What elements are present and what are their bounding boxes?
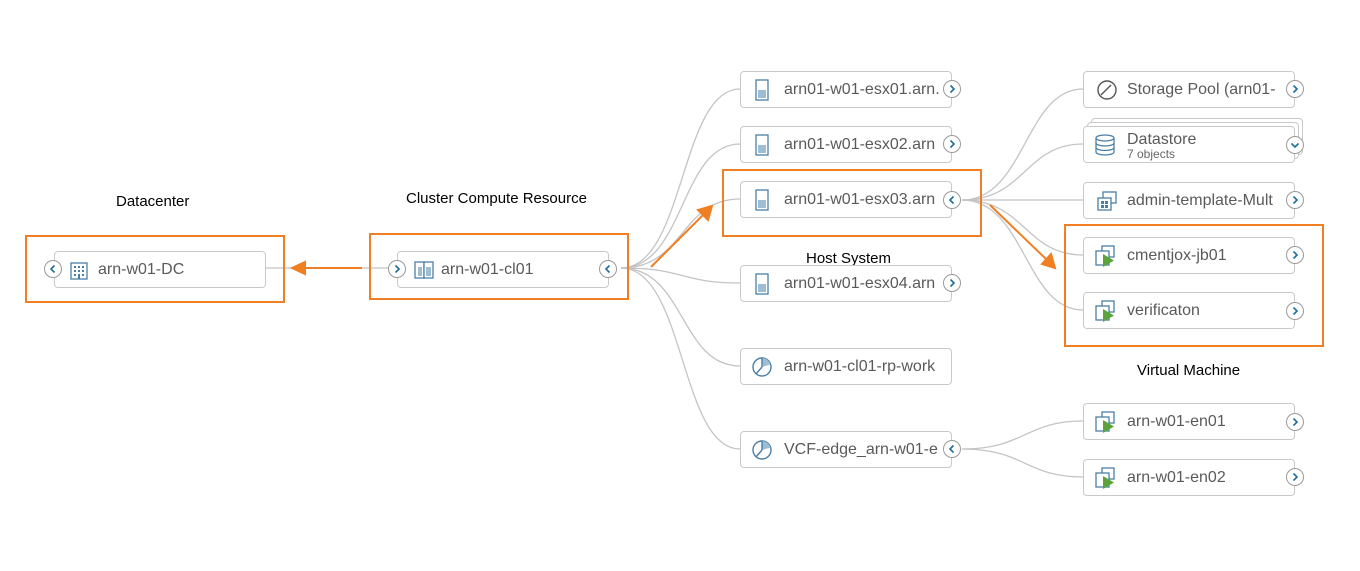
node-resource-pool[interactable]: arn-w01-cl01-rp-work xyxy=(740,348,952,385)
node-label: arn-w01-en01 xyxy=(1127,413,1226,430)
chevron-right-icon xyxy=(1292,250,1299,260)
chevron-down-icon xyxy=(1290,142,1300,149)
node-label: cmentjox-jb01 xyxy=(1127,247,1227,264)
chevron-right-icon xyxy=(1292,417,1299,427)
link-cl-esx02 xyxy=(620,143,741,269)
arrow-host-to-vm xyxy=(989,204,1048,261)
chevron-left-icon xyxy=(49,264,56,274)
link-cl-vcf xyxy=(620,267,741,450)
chevron-left-icon xyxy=(948,444,955,454)
node-datastore-group[interactable]: Datastore 7 objects xyxy=(1083,126,1295,163)
highlight-cluster xyxy=(369,233,629,300)
node-vm-en01[interactable]: arn-w01-en01 xyxy=(1083,403,1295,440)
group-title-datacenter: Datacenter xyxy=(116,193,190,210)
expand-right-button[interactable] xyxy=(943,80,961,98)
group-title-cluster: Cluster Compute Resource xyxy=(406,190,587,207)
node-label: arn01-w01-esx04.arn xyxy=(784,275,936,292)
gauge-icon xyxy=(1096,79,1118,101)
vm-icon xyxy=(1094,300,1116,322)
server-icon xyxy=(751,134,773,156)
node-cluster[interactable]: arn-w01-cl01 xyxy=(397,251,609,288)
chevron-left-icon xyxy=(604,264,611,274)
collapse-right-button[interactable] xyxy=(943,440,961,458)
collapse-left-button[interactable] xyxy=(44,260,62,278)
node-label: admin-template-Mult xyxy=(1127,192,1273,209)
node-host-esx01[interactable]: arn01-w01-esx01.arn. xyxy=(740,71,952,108)
node-vcf-edge[interactable]: VCF-edge_arn-w01-e xyxy=(740,431,952,468)
vm-icon xyxy=(1094,411,1116,433)
pie-icon xyxy=(751,439,773,461)
node-label: Datastore xyxy=(1127,131,1197,148)
expand-right-button[interactable] xyxy=(1286,191,1304,209)
chevron-right-icon xyxy=(1292,84,1299,94)
server-icon xyxy=(751,189,773,211)
vm-template-icon xyxy=(1096,190,1118,212)
link-cl-esx04 xyxy=(620,267,741,284)
vm-icon xyxy=(1094,467,1116,489)
node-label: arn-w01-cl01-rp-work xyxy=(784,358,936,375)
node-label: Storage Pool (arn01- xyxy=(1127,81,1276,98)
arrowhead-dc xyxy=(289,260,306,276)
database-icon xyxy=(1094,134,1116,156)
node-datacenter[interactable]: arn-w01-DC xyxy=(54,251,266,288)
node-label: VCF-edge_arn-w01-e xyxy=(784,441,938,458)
cluster-icon xyxy=(413,259,435,281)
node-label: arn01-w01-esx01.arn. xyxy=(784,81,940,98)
building-icon xyxy=(68,259,90,281)
server-icon xyxy=(751,79,773,101)
link-vcf-en01 xyxy=(961,420,1084,450)
chevron-right-icon xyxy=(1292,195,1299,205)
chevron-right-icon xyxy=(1292,306,1299,316)
node-label: arn01-w01-esx03.arn xyxy=(784,191,936,208)
chevron-right-icon xyxy=(394,264,401,274)
object-count: 7 objects xyxy=(1127,147,1176,161)
node-label: arn-w01-en02 xyxy=(1127,469,1226,486)
link-esx03-storage xyxy=(961,88,1084,201)
chevron-left-icon xyxy=(948,195,955,205)
link-vcf-en02 xyxy=(961,448,1084,478)
chevron-right-icon xyxy=(949,278,956,288)
expand-right-button[interactable] xyxy=(943,274,961,292)
group-title-host: Host System xyxy=(806,250,892,267)
link-esx03-verif xyxy=(961,199,1084,311)
pie-icon xyxy=(751,356,773,378)
expand-left-button[interactable] xyxy=(388,260,406,278)
node-host-esx03[interactable]: arn01-w01-esx03.arn xyxy=(740,181,952,218)
node-vm-en02[interactable]: arn-w01-en02 xyxy=(1083,459,1295,496)
node-label: arn01-w01-esx02.arn xyxy=(784,136,936,153)
link-cl-esx01 xyxy=(620,88,741,269)
highlight-vm xyxy=(1064,224,1324,347)
arrowhead-host xyxy=(696,204,714,222)
vm-icon xyxy=(1094,245,1116,267)
expand-right-button[interactable] xyxy=(1286,302,1304,320)
node-label: arn-w01-cl01 xyxy=(441,261,534,278)
node-host-esx04[interactable]: arn01-w01-esx04.arn xyxy=(740,265,952,302)
expand-right-button[interactable] xyxy=(1286,80,1304,98)
expand-right-button[interactable] xyxy=(1286,468,1304,486)
node-vm-verificaton[interactable]: verificaton xyxy=(1083,292,1295,329)
arrow-cl-to-host xyxy=(650,213,705,268)
server-icon xyxy=(751,273,773,295)
node-vm-admin-template[interactable]: admin-template-Mult xyxy=(1083,182,1295,219)
chevron-right-icon xyxy=(949,84,956,94)
highlight-datacenter xyxy=(25,235,285,303)
link-cl-esx03 xyxy=(620,198,741,269)
node-label: arn-w01-DC xyxy=(98,261,185,278)
link-cl-rp xyxy=(620,267,741,367)
chevron-right-icon xyxy=(949,139,956,149)
node-storage-pool[interactable]: Storage Pool (arn01- xyxy=(1083,71,1295,108)
node-host-esx02[interactable]: arn01-w01-esx02.arn xyxy=(740,126,952,163)
expand-down-button[interactable] xyxy=(1286,136,1304,154)
expand-right-button[interactable] xyxy=(1286,246,1304,264)
highlight-host xyxy=(722,169,982,237)
node-vm-cmentjox[interactable]: cmentjox-jb01 xyxy=(1083,237,1295,274)
collapse-right-button[interactable] xyxy=(943,191,961,209)
group-title-vm: Virtual Machine xyxy=(1137,362,1241,379)
expand-right-button[interactable] xyxy=(943,135,961,153)
node-label: verificaton xyxy=(1127,302,1200,319)
expand-right-button[interactable] xyxy=(1286,413,1304,431)
collapse-right-button[interactable] xyxy=(599,260,617,278)
chevron-right-icon xyxy=(1292,472,1299,482)
arrowhead-vm xyxy=(1040,251,1057,270)
